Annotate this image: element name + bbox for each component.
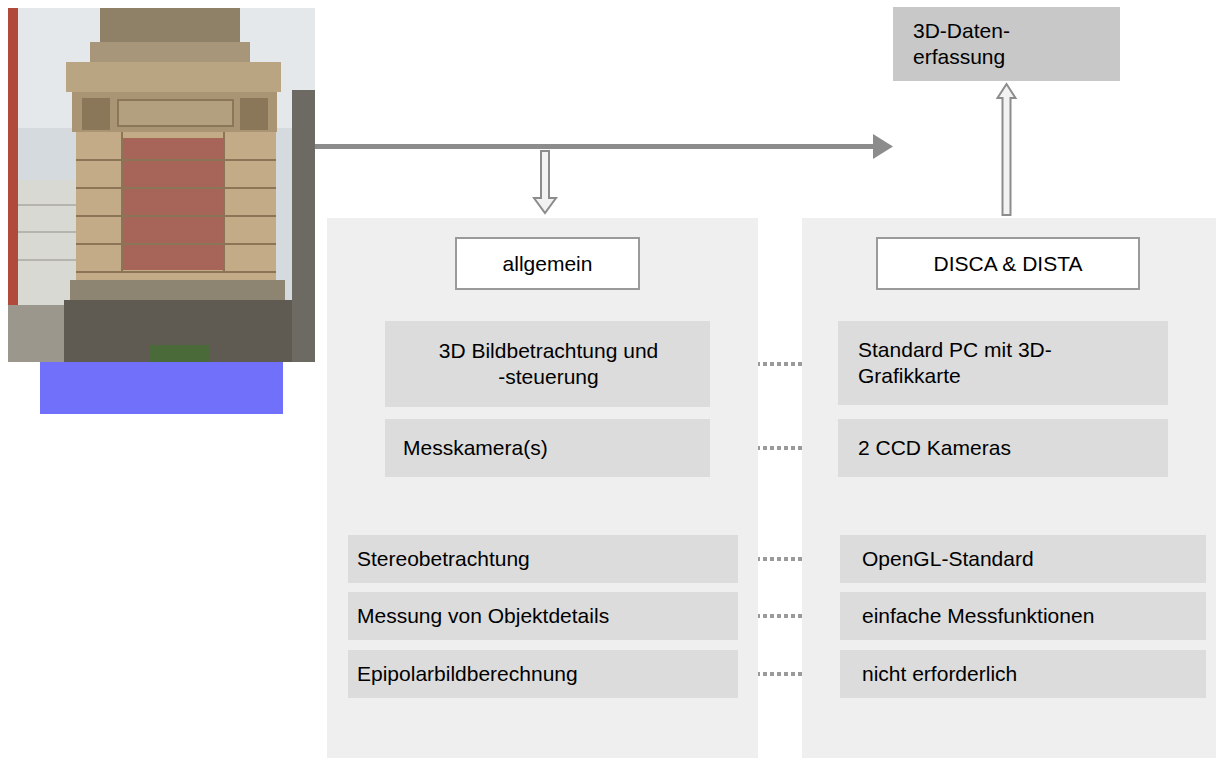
result-box: 3D-Daten- erfassung: [893, 7, 1120, 81]
process-box: 3D Bildbetrachtung und -steuerung: [385, 321, 710, 407]
box-label: Messkamera(s): [403, 435, 700, 461]
box-label: Standard PC mit 3D- Grafikkarte: [858, 337, 1088, 389]
connector: [998, 84, 1016, 215]
process-box: Standard PC mit 3D- Grafikkarte: [838, 321, 1168, 405]
process-box: einfache Messfunktionen: [840, 592, 1206, 640]
process-box: Epipolarbildberechnung: [348, 650, 738, 698]
box-label: 2 CCD Kameras: [858, 435, 1158, 461]
connector-arrow: [998, 84, 1016, 215]
box-label: OpenGL-Standard: [862, 546, 1196, 572]
process-box: 2 CCD Kameras: [838, 419, 1168, 477]
column-panel: DISCA & DISTA Standard PC mit 3D- Grafikk…: [802, 218, 1216, 758]
process-box: OpenGL-Standard: [840, 535, 1206, 583]
flow-arrow: [315, 134, 893, 159]
box-label: einfache Messfunktionen: [862, 603, 1196, 629]
box-label: 3D Bildbetrachtung und -steuerung: [434, 338, 664, 390]
process-box: Messung von Objektdetails: [348, 592, 738, 640]
box-label: 3D-Daten- erfassung: [913, 18, 1063, 70]
box-label: Stereobetrachtung: [357, 546, 728, 572]
process-box: nicht erforderlich: [840, 650, 1206, 698]
box-label: Epipolarbildberechnung: [357, 661, 728, 687]
blue-bar: [40, 362, 283, 414]
column-heading: DISCA & DISTA: [876, 237, 1140, 290]
process-box: Messkamera(s): [385, 419, 710, 477]
down-arrow: [534, 151, 556, 213]
column-panel: allgemein 3D Bildbetrachtung und -steueru…: [327, 218, 758, 758]
process-box: Stereobetrachtung: [348, 535, 738, 583]
box-label: Messung von Objektdetails: [357, 603, 728, 629]
column-heading: allgemein: [455, 237, 640, 290]
pillar-photo: [8, 8, 315, 362]
box-label: nicht erforderlich: [862, 661, 1196, 687]
